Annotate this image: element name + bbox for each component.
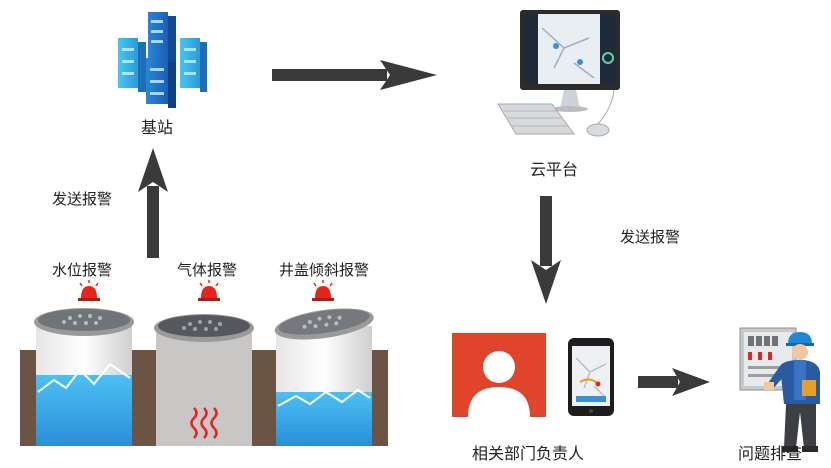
- base-station-label: 基站: [141, 118, 174, 137]
- arrow-up-to-base-station: [138, 148, 168, 258]
- send-alarm-label-up: 发送报警: [52, 190, 113, 208]
- water-level-alarm-label: 水位报警: [52, 261, 113, 279]
- responsible-person-label: 相关部门负责人: [472, 444, 585, 463]
- arrow-down-to-responsible: [531, 196, 561, 304]
- manhole-wells-illustration: [20, 300, 388, 446]
- troubleshooting-label: 问题排查: [738, 444, 803, 463]
- gas-alarm-label: 气体报警: [177, 261, 238, 279]
- cloud-platform-label: 云平台: [530, 160, 579, 179]
- base-station-servers-icon: [108, 8, 213, 108]
- send-alarm-label-down: 发送报警: [620, 228, 681, 246]
- contact-card-icon: [452, 333, 546, 417]
- arrow-right-to-cloud: [272, 60, 437, 90]
- alarm-light-icon: [310, 280, 336, 302]
- alarm-light-icon: [196, 280, 222, 302]
- mobile-phone-icon: [568, 338, 614, 416]
- technician-electrical-panel-icon: [736, 326, 826, 456]
- cover-tilt-alarm-label: 井盖倾斜报警: [279, 261, 370, 279]
- cloud-platform-computer-icon: [494, 8, 624, 140]
- alarm-light-icon: [76, 280, 102, 302]
- arrow-right-to-troubleshooting: [638, 368, 710, 396]
